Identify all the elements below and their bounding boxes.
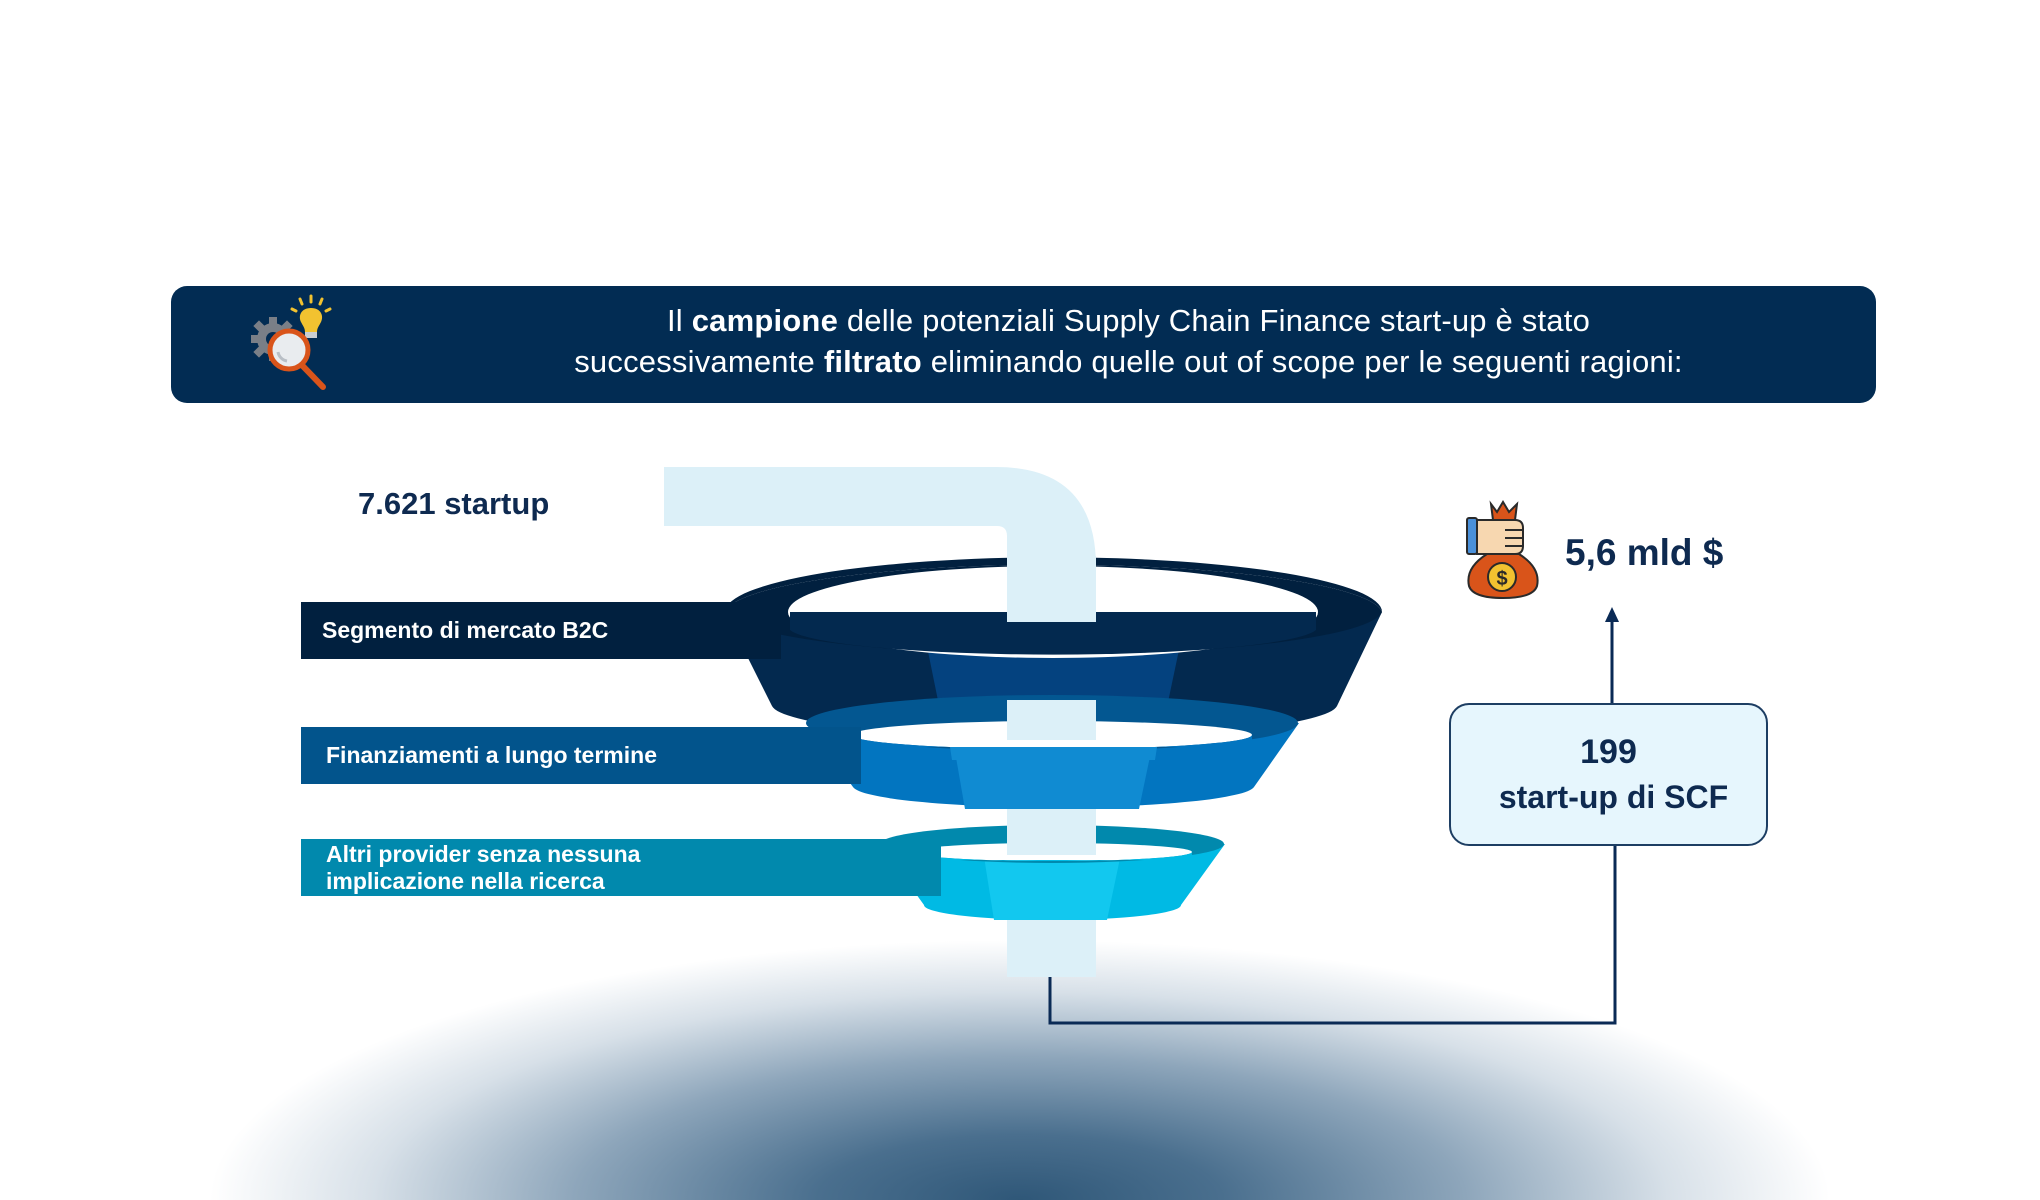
- filter-bar-other-providers: Altri provider senza nessuna implicazion…: [301, 839, 941, 896]
- header-text: Il campione delle potenziali Supply Chai…: [421, 300, 1836, 382]
- gear-magnifier-lightbulb-icon: [251, 294, 332, 390]
- funding-value: 5,6 mld $: [1565, 532, 1724, 573]
- connector-line: [1048, 846, 1617, 1025]
- filter-label: Finanziamenti a lungo termine: [326, 742, 657, 768]
- header-line-1: Il campione delle potenziali Supply Chai…: [666, 303, 1591, 338]
- filter-label-line-2: implicazione nella ricerca: [326, 867, 605, 894]
- result-box: 199 start-up di SCF: [1449, 703, 1768, 846]
- result-count: 199: [1580, 733, 1637, 771]
- header-banner: Il campione delle potenziali Supply Chai…: [171, 286, 1876, 403]
- filter-bar-long-term-financing: Finanziamenti a lungo termine: [301, 727, 861, 784]
- arrow-up-icon: [1605, 607, 1619, 622]
- filter-bar-b2c: Segmento di mercato B2C: [301, 602, 781, 659]
- header-line-2: successivamente filtrato eliminando quel…: [574, 344, 1683, 379]
- result-label: start-up di SCF: [1498, 779, 1729, 815]
- filter-label: Segmento di mercato B2C: [322, 617, 609, 643]
- filter-label-line-1: Altri provider senza nessuna: [326, 840, 641, 867]
- total-startups-label: 7.621 startup: [358, 486, 550, 521]
- money-bag-icon: $: [1466, 500, 1539, 600]
- svg-text:$: $: [1496, 568, 1507, 590]
